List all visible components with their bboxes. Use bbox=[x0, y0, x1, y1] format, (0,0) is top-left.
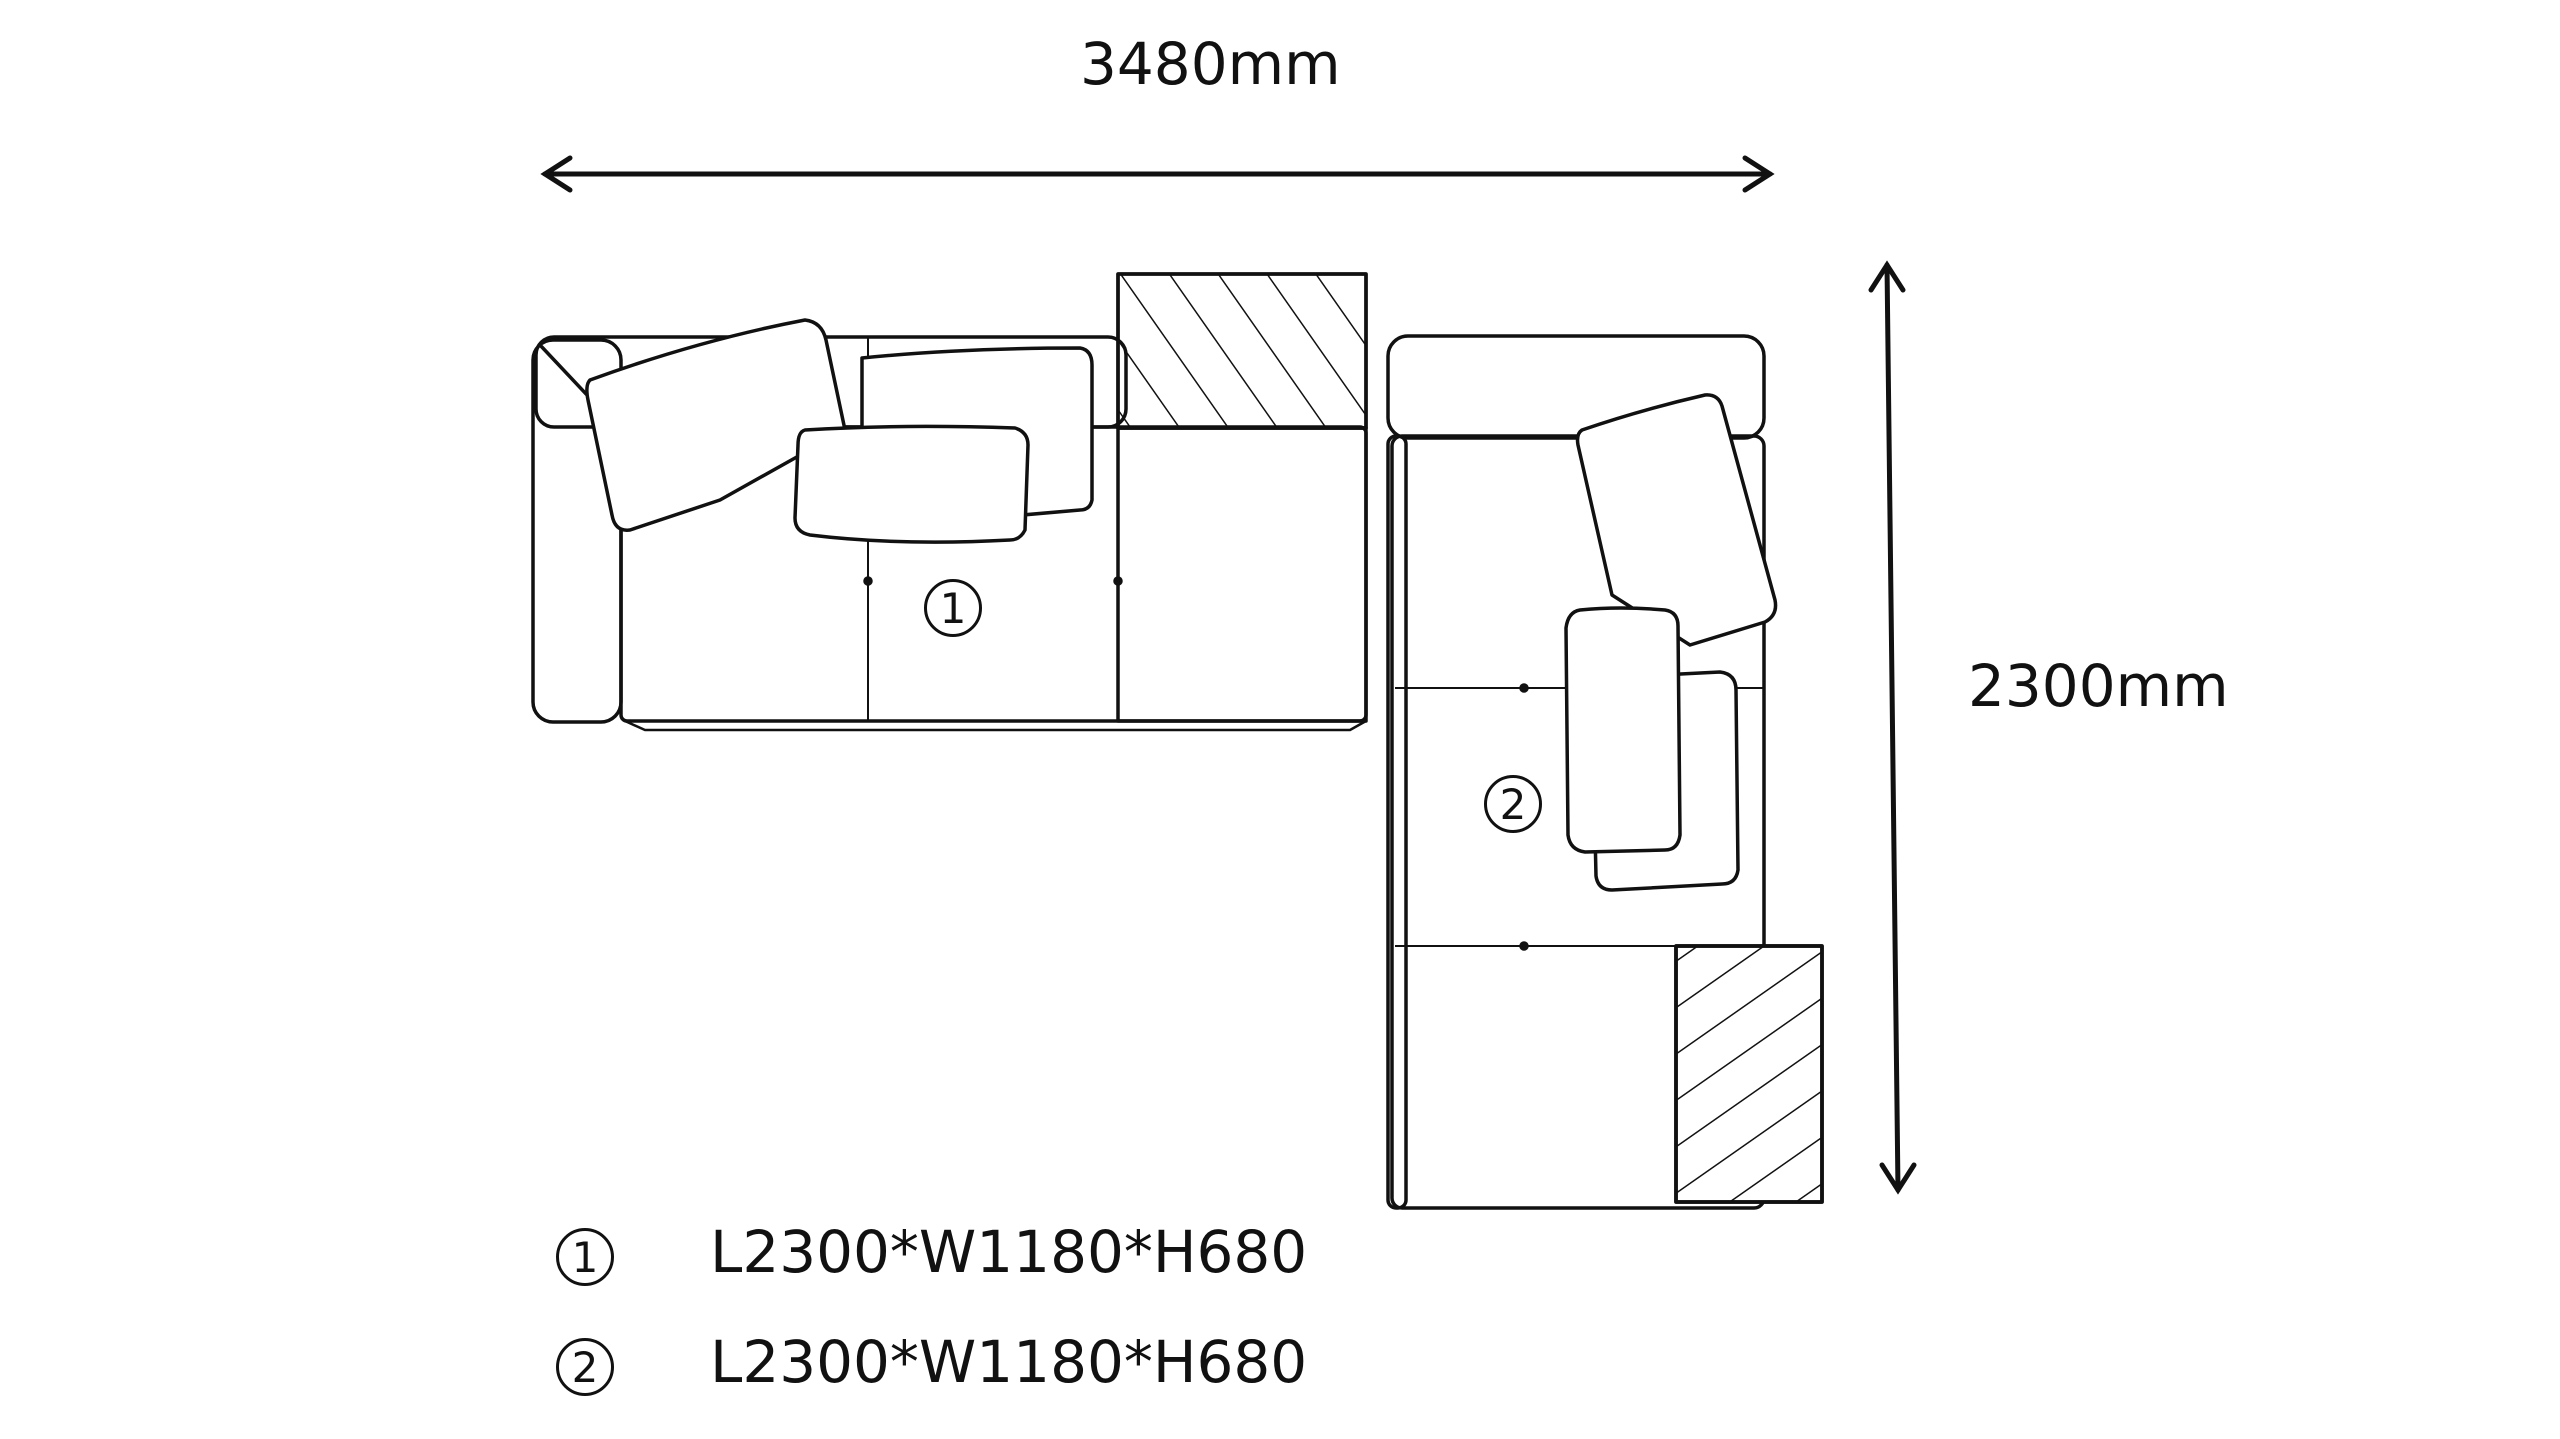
overall-width-label: 3480mm bbox=[1080, 30, 1341, 98]
sofa-module-2 bbox=[1386, 334, 1824, 1210]
module-2-marker: 2 bbox=[1484, 775, 1542, 833]
sofa-module-1 bbox=[531, 272, 1368, 732]
module-1-marker: 1 bbox=[924, 579, 982, 637]
legend-marker-1: 1 bbox=[556, 1228, 614, 1286]
depth-dimension-arrow bbox=[1868, 260, 1917, 1195]
width-dimension-arrow bbox=[540, 155, 1775, 193]
legend-spec-1: L2300*W1180*H680 bbox=[710, 1218, 1308, 1286]
legend-spec-2: L2300*W1180*H680 bbox=[710, 1328, 1308, 1396]
overall-depth-label: 2300mm bbox=[1968, 652, 2229, 720]
legend-marker-2: 2 bbox=[556, 1338, 614, 1396]
